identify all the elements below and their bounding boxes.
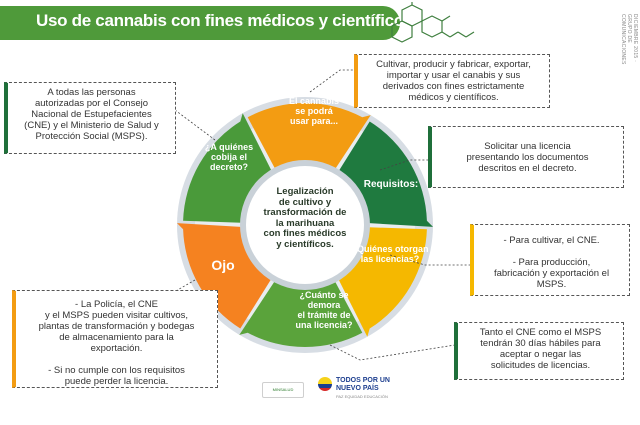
segment-label-warning: Ojo (211, 257, 235, 273)
segment-label-uses: El cannabis se podrá usar para... (288, 96, 340, 126)
side-caption: DICIEMBRE 2015 · GRUPO DE COMUNICACIONES (620, 14, 638, 65)
info-box-who: A todas las personas autorizadas por el … (4, 82, 176, 154)
info-text-uses: Cultivar, producir y fabricar, exportar,… (376, 59, 531, 103)
info-text-who: A todas las personas autorizadas por el … (24, 87, 159, 142)
info-text-time: Tanto el CNE como el MSPS tendrán 30 día… (479, 327, 602, 371)
segment-time (239, 278, 363, 347)
info-box-requirements: Solicitar una licencia presentando los d… (428, 126, 624, 188)
header: Uso de cannabis con fines médicos y cien… (0, 0, 640, 65)
page-title: Uso de cannabis con fines médicos y cien… (36, 11, 414, 30)
segment-label-who: ¿A quiénes cobija el decreto? (204, 142, 254, 172)
info-text-warning: - La Policía, el CNE y el MSPS pueden vi… (38, 299, 195, 387)
colombia-flag-icon (318, 377, 332, 391)
title-banner (0, 6, 400, 40)
segment-label-time: ¿Cuánto se demora el trámite de una lice… (295, 290, 353, 330)
brand-logo: TODOS POR UN NUEVO PAÍS (336, 377, 390, 392)
center-text: Legalización de cultivo y transformación… (263, 186, 347, 250)
info-text-grants: - Para cultivar, el CNE. - Para producci… (493, 235, 610, 290)
segment-label-requirements: Requisitos: (363, 179, 419, 190)
brand-subtitle: PAZ EQUIDAD EDUCACIÓN (336, 394, 388, 399)
ministry-logo: MINSALUD (262, 382, 304, 398)
info-box-time: Tanto el CNE como el MSPS tendrán 30 día… (454, 322, 624, 380)
center-circle (240, 160, 370, 290)
info-text-requirements: Solicitar una licencia presentando los d… (466, 141, 589, 174)
segment-uses (247, 103, 371, 172)
info-box-warning: - La Policía, el CNE y el MSPS pueden vi… (12, 290, 218, 388)
info-box-uses: Cultivar, producir y fabricar, exportar,… (354, 54, 550, 108)
info-box-grants: - Para cultivar, el CNE. - Para producci… (470, 224, 630, 296)
segment-label-grants: ¿Quiénes otorgan las licencias? (351, 244, 429, 264)
molecule-icon (391, 2, 475, 43)
